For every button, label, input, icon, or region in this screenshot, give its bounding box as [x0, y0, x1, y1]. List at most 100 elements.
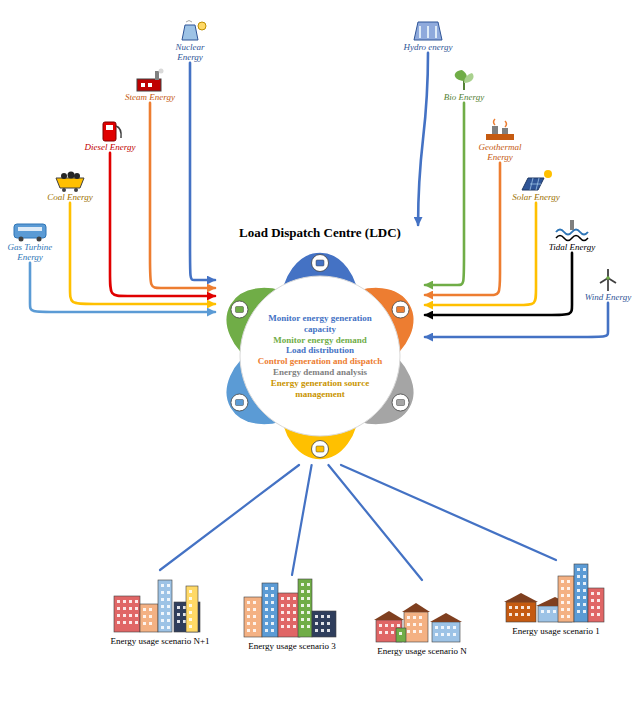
building	[432, 622, 460, 642]
window	[583, 568, 586, 571]
petal-icon-mark	[316, 260, 324, 266]
window	[293, 618, 296, 621]
window	[247, 622, 250, 625]
window	[561, 608, 564, 611]
window	[129, 600, 132, 603]
connector	[190, 63, 215, 280]
window	[583, 603, 586, 606]
energy-source: Diesel Energy	[84, 118, 136, 153]
connector	[425, 253, 572, 315]
petal-icon-mark	[235, 307, 243, 313]
window	[265, 608, 268, 611]
usage-scenario: Energy usage scenario 3	[232, 575, 352, 651]
function-item: Monitor energy generation capacity	[257, 313, 383, 335]
connector	[292, 465, 312, 575]
wheel	[74, 188, 78, 192]
spillway	[420, 26, 436, 38]
window	[307, 625, 310, 628]
connector	[160, 465, 299, 570]
source-label: Gas Turbine Energy	[4, 242, 56, 263]
window	[307, 611, 310, 614]
window	[149, 608, 152, 611]
window	[287, 604, 290, 607]
source-label: Solar Energy	[510, 192, 562, 203]
fuel-pump	[103, 122, 116, 141]
usage-scenario: Energy usage scenario N+1	[100, 570, 220, 646]
source-icon	[4, 218, 56, 242]
wave	[556, 236, 588, 241]
petal-icon	[392, 394, 409, 411]
source-icon	[582, 268, 634, 292]
source-label: Wind Energy	[582, 292, 634, 303]
petal-icon-mark	[397, 400, 405, 406]
window	[399, 632, 402, 635]
window	[413, 616, 416, 619]
window	[143, 615, 146, 618]
window	[591, 606, 594, 609]
window	[591, 592, 594, 595]
window	[327, 622, 330, 625]
connector	[110, 153, 215, 296]
steam-puff	[159, 69, 164, 74]
petal-icon	[392, 301, 409, 318]
window	[509, 606, 512, 609]
window	[435, 633, 438, 636]
window	[135, 607, 138, 610]
window	[321, 622, 324, 625]
window	[183, 613, 186, 616]
window	[307, 583, 310, 586]
connector	[425, 103, 464, 285]
window	[307, 597, 310, 600]
window	[321, 629, 324, 632]
window	[315, 622, 318, 625]
source-label: Diesel Energy	[84, 142, 136, 153]
window	[135, 614, 138, 617]
window	[597, 592, 600, 595]
function-item: Load distribution	[257, 345, 383, 356]
source-icon	[84, 118, 136, 142]
building	[312, 611, 336, 637]
source-icon	[124, 68, 176, 92]
coal-lump	[74, 173, 80, 179]
window	[271, 587, 274, 590]
window	[253, 615, 256, 618]
scenario-label: Energy usage scenario N	[362, 644, 482, 656]
connector-group	[30, 53, 608, 580]
energy-source: Coal Energy	[44, 168, 96, 203]
window	[117, 600, 120, 603]
window	[265, 615, 268, 618]
atom-symbol	[198, 22, 206, 30]
building	[574, 564, 588, 622]
turbine-mast	[607, 278, 609, 291]
window	[419, 623, 422, 626]
window	[271, 629, 274, 632]
window	[441, 626, 444, 629]
window	[391, 631, 394, 634]
function-item: Energy generation source management	[257, 378, 383, 400]
window	[567, 587, 570, 590]
source-icon	[44, 168, 96, 192]
window	[397, 624, 400, 627]
ground	[486, 134, 514, 140]
window	[379, 631, 382, 634]
window	[301, 583, 304, 586]
window	[161, 626, 164, 629]
window	[561, 587, 564, 590]
window	[521, 613, 524, 616]
turbine-window	[18, 227, 42, 231]
window	[453, 633, 456, 636]
source-icon	[402, 18, 454, 42]
petal-icon	[231, 394, 248, 411]
pump-display	[106, 125, 113, 130]
cooling-tower	[182, 25, 198, 40]
window	[167, 584, 170, 587]
source-label: Geothermal Energy	[474, 142, 526, 163]
window	[265, 594, 268, 597]
energy-source: Geothermal Energy	[474, 118, 526, 163]
chimney	[155, 71, 159, 80]
coal-lump	[68, 172, 75, 179]
usage-scenario: Energy usage scenario N	[362, 580, 482, 656]
leaf	[464, 73, 474, 83]
source-icon	[438, 68, 490, 92]
turbine-blades	[600, 269, 616, 283]
